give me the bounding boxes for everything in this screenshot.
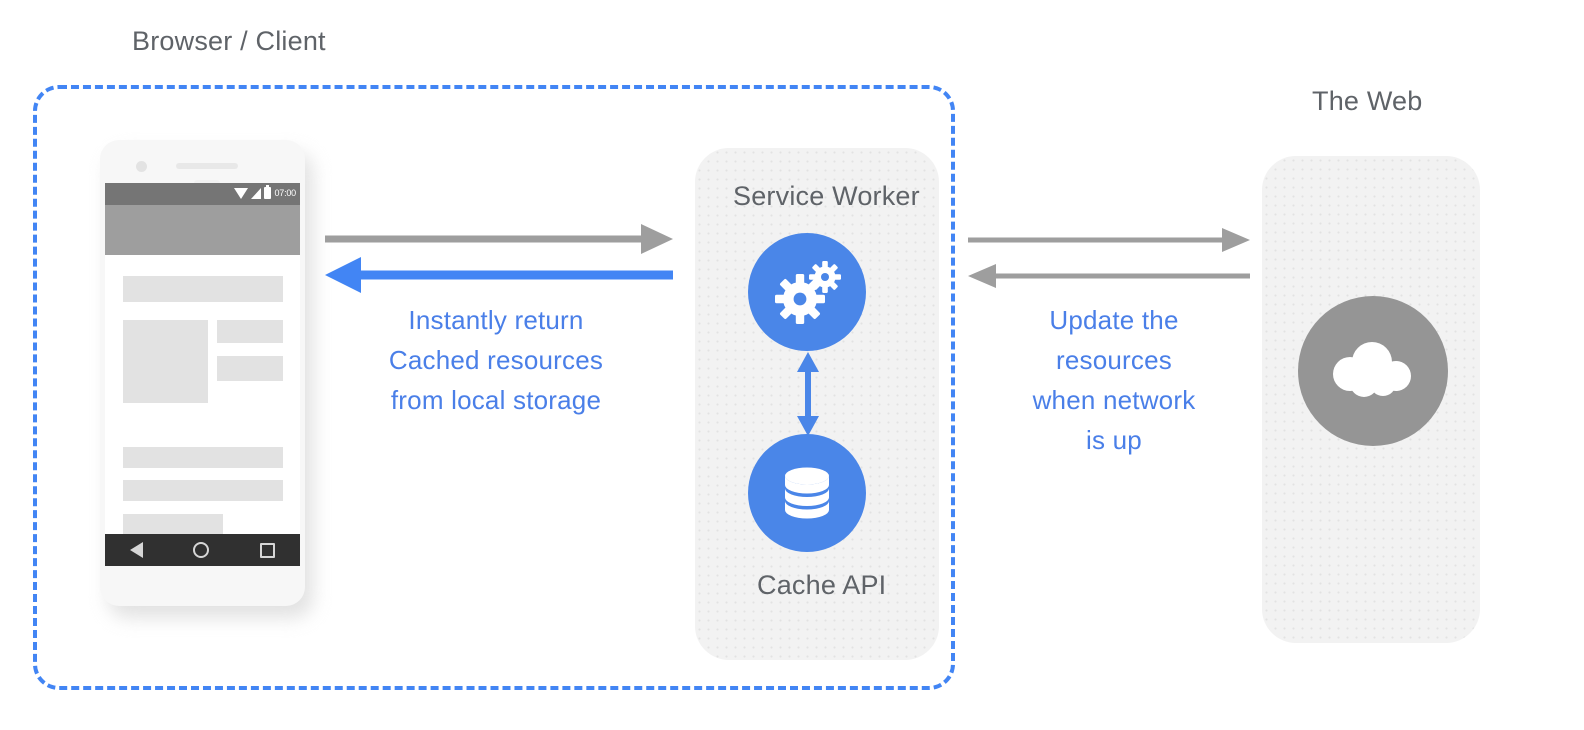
annotation-line: resources xyxy=(1056,345,1172,375)
web-to-service-worker-arrow xyxy=(968,264,1250,288)
phone-body: 07:00 xyxy=(100,140,305,606)
content-placeholder-block xyxy=(123,320,208,403)
battery-icon xyxy=(264,185,272,199)
signal-icon xyxy=(251,187,262,199)
annotation-line: when network xyxy=(1032,385,1196,415)
status-bar-time: 07:00 xyxy=(274,188,296,198)
annotation-line: from local storage xyxy=(390,385,602,415)
service-worker-icon-badge xyxy=(748,233,866,351)
network-flow-annotation: Update the resources when network is up xyxy=(1008,300,1220,460)
camera-icon xyxy=(136,161,147,172)
phone-app-bar xyxy=(105,205,300,255)
recents-icon[interactable] xyxy=(259,542,275,558)
cache-flow-annotation: Instantly return Cached resources from l… xyxy=(376,300,616,420)
wifi-icon xyxy=(234,187,249,199)
back-icon[interactable] xyxy=(130,542,144,558)
annotation-line: is up xyxy=(1086,425,1142,455)
service-worker-cache-arrow xyxy=(797,352,819,436)
annotation-line: Cached resources xyxy=(388,345,604,375)
cache-icon-badge xyxy=(748,434,866,552)
browser-client-boundary xyxy=(33,85,955,690)
content-placeholder-block xyxy=(217,356,283,381)
phone-to-service-worker-arrow xyxy=(325,224,673,254)
service-worker-to-web-arrow xyxy=(968,228,1250,252)
phone-screen: 07:00 xyxy=(105,183,300,566)
content-placeholder-block xyxy=(123,480,283,501)
cloud-icon-badge xyxy=(1298,296,1448,446)
database-icon xyxy=(785,467,829,519)
phone-mockup: 07:00 xyxy=(100,140,315,618)
service-worker-to-phone-arrow xyxy=(325,257,673,293)
status-bar-icons: 07:00 xyxy=(234,185,296,199)
content-placeholder-block xyxy=(123,276,283,302)
browser-client-label: Browser / Client xyxy=(132,26,326,56)
content-placeholder-block xyxy=(123,514,223,535)
gears-icon xyxy=(775,261,841,324)
service-worker-label: Service Worker xyxy=(733,181,920,211)
content-placeholder-block xyxy=(217,320,283,343)
annotation-line: Update the xyxy=(1049,305,1179,335)
phone-status-bar: 07:00 xyxy=(105,183,300,205)
cache-api-label: Cache API xyxy=(757,570,887,600)
home-icon[interactable] xyxy=(193,542,210,558)
phone-nav-bar xyxy=(105,534,300,566)
content-placeholder-block xyxy=(123,447,283,468)
the-web-label: The Web xyxy=(1312,86,1423,116)
cloud-icon xyxy=(1333,342,1411,397)
annotation-line: Instantly return xyxy=(408,305,584,335)
speaker-grille xyxy=(176,163,238,169)
